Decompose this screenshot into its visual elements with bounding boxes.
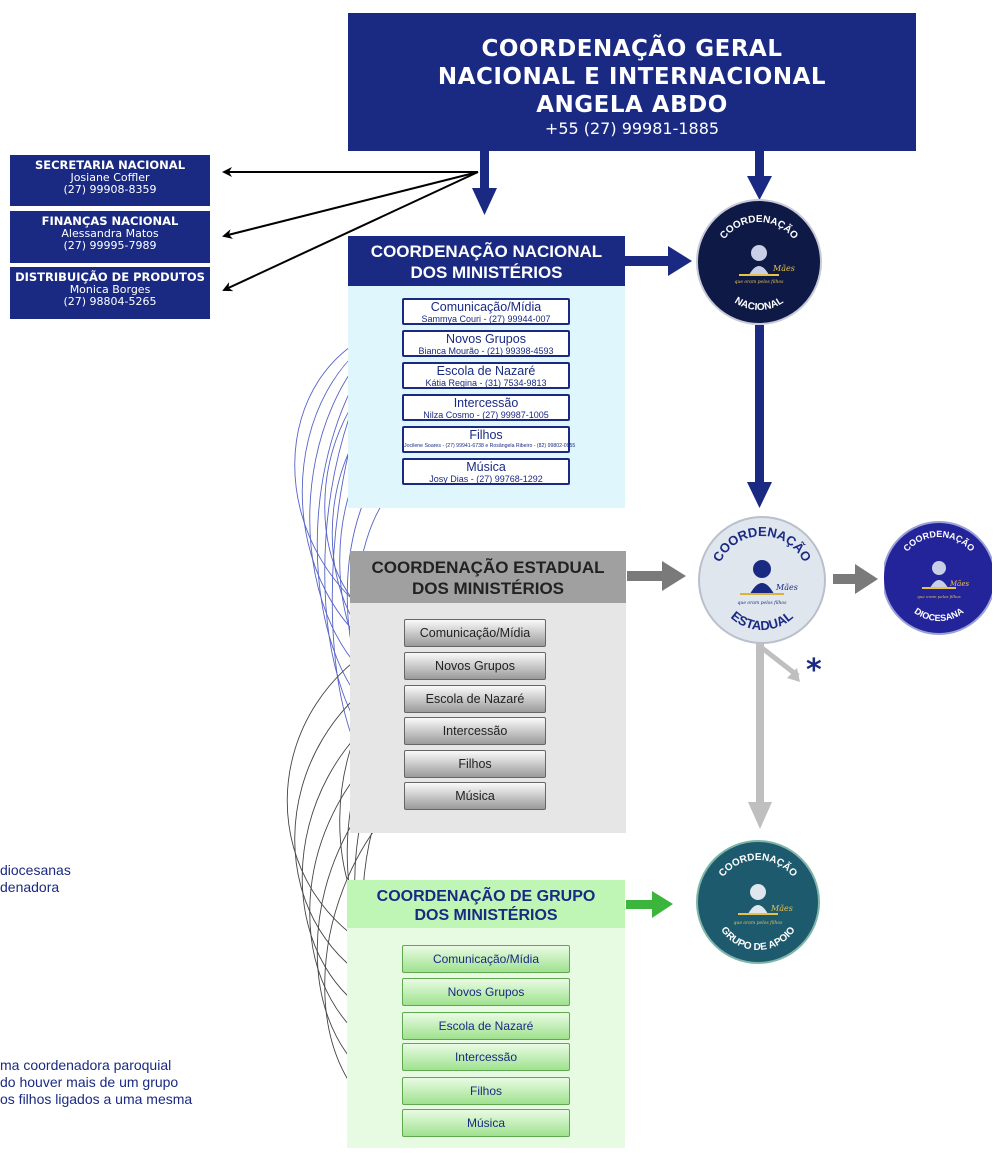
estadual-seal: COORDENAÇÃO ESTADUAL Mães que oram pelos…: [698, 516, 826, 644]
grupo-item-escola-nazare: Escola de Nazaré: [402, 1012, 570, 1040]
nacional-item-label: Música: [466, 460, 506, 474]
note-paroquial: ma coordenadora paroquial do houver mais…: [0, 1057, 192, 1108]
grupo-header: COORDENAÇÃO DE GRUPO DOS MINISTÉRIOS: [347, 880, 625, 928]
nacional-item-label: Comunicação/Mídia: [430, 300, 542, 314]
praying-mother-icon: [739, 245, 779, 276]
estadual-seal-tagline: que oram pelos filhos: [738, 600, 788, 606]
nacional-item-filhos: Filhos Jocilene Soares - (27) 99941-6738…: [402, 426, 576, 453]
green-arrow: [626, 891, 673, 918]
grupo-item-novos-grupos: Novos Grupos: [402, 978, 570, 1006]
coordenacao-geral-line1: COORDENAÇÃO GERAL: [481, 36, 783, 62]
secretaria-title: SECRETARIA NACIONAL: [34, 158, 186, 172]
secretaria-nacional-box: SECRETARIA NACIONAL Josiane Coffler (27)…: [10, 155, 210, 206]
gray-arrows: [627, 561, 878, 594]
grupo-header-line2: DOS MINISTÉRIOS: [414, 907, 558, 924]
distribuicao-produtos-box: DISTRIBUIÇÃO DE PRODUTOS Monica Borges (…: [10, 267, 210, 319]
nacional-item-label: Novos Grupos: [446, 332, 526, 346]
nacional-seal-tagline: que oram pelos filhos: [735, 279, 785, 285]
estadual-item-novos-grupos: Novos Grupos: [404, 652, 546, 680]
financas-nacional-box: FINANÇAS NACIONAL Alessandra Matos (27) …: [10, 211, 210, 263]
praying-mother-icon: [740, 560, 784, 595]
note-paroquial-line1: ma coordenadora paroquial: [0, 1057, 172, 1073]
nacional-item-contact: Nilza Cosmo - (27) 99987-1005: [423, 410, 549, 420]
estadual-header-line1: COORDENAÇÃO ESTADUAL: [371, 558, 605, 577]
nacional-item-contact: Sammya Couri - (27) 99944-007: [421, 314, 551, 324]
nacional-item-label: Filhos: [469, 428, 503, 442]
nacional-seal: COORDENAÇÃO NACIONAL Mães que oram pelos…: [696, 199, 822, 325]
nacional-seal-disc: [696, 199, 822, 325]
note-paroquial-line3: os filhos ligados a uma mesma: [0, 1091, 193, 1107]
grupo-item-musica: Música: [402, 1109, 570, 1137]
note-paroquial-line2: do houver mais de um grupo: [0, 1074, 179, 1090]
grupo-item-comunicacao: Comunicação/Mídia: [402, 945, 570, 973]
estadual-seal-slogan: Mães: [775, 583, 798, 592]
light-gray-arrows: [748, 640, 800, 829]
praying-mother-icon: [922, 561, 956, 589]
estadual-item-intercessao: Intercessão: [404, 717, 546, 745]
grupo-item-filhos: Filhos: [402, 1077, 570, 1105]
note-diocesanas-line1: diocesanas: [0, 862, 71, 878]
nacional-item-contact: Josy Dias - (27) 99768-1292: [429, 474, 543, 484]
financas-title: FINANÇAS NACIONAL: [41, 214, 179, 228]
note-diocesanas-line2: denadora: [0, 879, 60, 895]
nacional-header-line1: COORDENAÇÃO NACIONAL: [370, 242, 603, 261]
estadual-item-comunicacao: Comunicação/Mídia: [404, 619, 546, 647]
estadual-item-escola-nazare: Escola de Nazaré: [404, 685, 546, 713]
distribuicao-name: Monica Borges: [69, 283, 151, 296]
nacional-item-novos-grupos: Novos Grupos Bianca Mourão - (21) 99398-…: [402, 330, 570, 357]
nacional-item-comunicacao: Comunicação/Mídia Sammya Couri - (27) 99…: [402, 298, 570, 325]
coordenacao-geral-name: ANGELA ABDO: [536, 92, 728, 118]
grupo-seal-disc: [696, 840, 820, 964]
diocesana-seal-tagline: que oram pelos filhos: [917, 594, 960, 599]
financas-phone: (27) 99995-7989: [63, 239, 157, 252]
nacional-seal-bottom-text: NACIONAL: [733, 295, 786, 313]
nacional-header: COORDENAÇÃO NACIONAL DOS MINISTÉRIOS: [348, 236, 625, 286]
grupo-header-line1: COORDENAÇÃO DE GRUPO: [376, 888, 596, 905]
distribuicao-title: DISTRIBUIÇÃO DE PRODUTOS: [15, 270, 205, 284]
estadual-header: COORDENAÇÃO ESTADUAL DOS MINISTÉRIOS: [350, 551, 626, 603]
staff-arrows: [222, 167, 479, 292]
secretaria-phone: (27) 99908-8359: [63, 183, 157, 196]
nacional-item-contact: Kátia Regina - (31) 7534-9813: [425, 378, 547, 388]
navy-arrows: [472, 151, 772, 508]
grupo-seal-slogan: Mães: [770, 904, 793, 913]
coordenacao-geral-phone: +55 (27) 99981-1885: [544, 119, 720, 138]
distribuicao-phone: (27) 98804-5265: [63, 295, 157, 308]
nacional-item-contact: Jocilene Soares - (27) 99941-6738 e Rosâ…: [404, 443, 576, 449]
nacional-item-escola-nazare: Escola de Nazaré Kátia Regina - (31) 753…: [402, 362, 570, 389]
diocesana-seal-disc: [884, 521, 992, 635]
nacional-item-musica: Música Josy Dias - (27) 99768-1292: [402, 458, 570, 485]
praying-mother-icon: [738, 884, 778, 915]
financas-name: Alessandra Matos: [61, 227, 159, 240]
asterisk-marker: *: [806, 653, 822, 688]
coordenacao-geral-line2: NACIONAL E INTERNACIONAL: [437, 64, 827, 90]
grupo-apoio-seal: COORDENAÇÃO GRUPO DE APOIO Mães que oram…: [696, 840, 820, 964]
diocesana-seal: COORDENAÇÃO DIOCESANA Mães que oram pelo…: [884, 521, 992, 635]
grupo-seal-tagline: que oram pelos filhos: [734, 920, 784, 926]
nacional-item-label: Escola de Nazaré: [436, 364, 536, 378]
note-diocesanas: diocesanas denadora: [0, 862, 71, 896]
secretaria-name: Josiane Coffler: [70, 171, 150, 184]
estadual-seal-disc: [698, 516, 826, 644]
nacional-item-contact: Bianca Mourão - (21) 99398-4593: [418, 346, 554, 356]
coordenacao-geral-box: COORDENAÇÃO GERAL NACIONAL E INTERNACION…: [348, 13, 916, 151]
estadual-item-musica: Música: [404, 782, 546, 810]
grupo-item-intercessao: Intercessão: [402, 1043, 570, 1071]
nacional-item-label: Intercessão: [453, 396, 519, 410]
estadual-item-filhos: Filhos: [404, 750, 546, 778]
estadual-header-line2: DOS MINISTÉRIOS: [411, 579, 565, 598]
nacional-item-intercessao: Intercessão Nilza Cosmo - (27) 99987-100…: [402, 394, 570, 421]
diocesana-seal-slogan: Mães: [949, 580, 969, 588]
nacional-header-line2: DOS MINISTÉRIOS: [410, 263, 563, 282]
nacional-seal-slogan: Mães: [772, 264, 795, 273]
